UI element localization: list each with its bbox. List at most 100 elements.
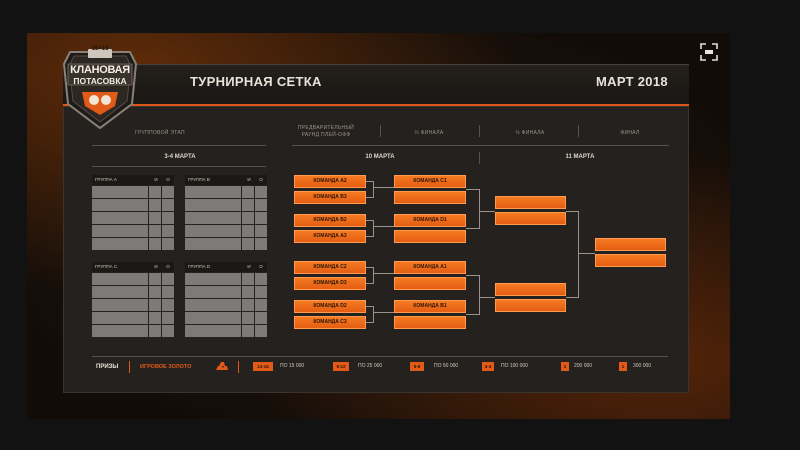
group-header: ГРУППА B И О (185, 175, 267, 185)
group-header: ГРУППА D И О (185, 262, 267, 272)
bracket-connector (466, 275, 479, 276)
expand-icon[interactable] (700, 43, 718, 61)
group-row (185, 325, 267, 337)
col-divider (479, 125, 480, 137)
group-row (185, 273, 267, 285)
logo-title-line2: ПОТАСОВКА (73, 76, 127, 86)
prize-places-badge: 5-8 (410, 362, 424, 371)
team-slot-prelim: КОМАНДА D2 (294, 300, 366, 313)
group-col-points: О (259, 177, 263, 182)
prize-places-badge: 1 (619, 362, 627, 371)
col-divider (578, 125, 579, 137)
group-row (185, 312, 267, 324)
bracket-connector (578, 253, 595, 254)
group-row (92, 286, 174, 298)
group-row (92, 273, 174, 285)
group-row (185, 212, 267, 224)
bracket-connector (366, 236, 373, 237)
bracket-connector (566, 211, 578, 212)
prize-places-badge: 9-12 (333, 362, 349, 371)
team-slot-prelim: КОМАНДА D3 (294, 277, 366, 290)
prize-amount: 300 000 (633, 363, 652, 369)
bracket-connector (566, 297, 578, 298)
team-slot-prelim: КОМАНДА C2 (294, 261, 366, 274)
bracket-connector (479, 297, 495, 298)
prizes-divider (129, 361, 130, 373)
bracket-connector (373, 226, 394, 227)
group-header: ГРУППА A И О (92, 175, 174, 185)
prize-amount: ПО 50 000 (434, 363, 459, 369)
prize-amount: ПО 15 000 (280, 363, 305, 369)
col-semi: ½ ФИНАЛА (515, 130, 545, 136)
group-row (185, 299, 267, 311)
col-divider (380, 125, 381, 137)
prizes-label: ПРИЗЫ (96, 364, 119, 370)
group-row (92, 199, 174, 211)
team-slot-quarter: КОМАНДА A1 (394, 261, 466, 274)
group-row (185, 199, 267, 211)
col-group-stage: ГРУППОВОЙ ЭТАП (135, 130, 185, 136)
group-col-games: И (154, 264, 158, 269)
bracket-connector (366, 322, 373, 323)
col-final: ФИНАЛ (620, 130, 640, 136)
bracket-connector (366, 197, 373, 198)
bracket-connector (373, 187, 394, 188)
team-slot-quarter (394, 277, 466, 290)
date-divider (479, 152, 480, 164)
group-col-points: О (259, 264, 263, 269)
team-slot-prelim: КОМАНДА B3 (294, 191, 366, 204)
group-row (92, 325, 174, 337)
group-name: ГРУППА D (188, 264, 211, 269)
group-col-points: О (166, 177, 170, 182)
team-slot-quarter (394, 230, 466, 243)
group-col-points: О (166, 264, 170, 269)
prize-places-badge: 3-4 (482, 362, 494, 371)
header-divider (292, 145, 669, 146)
col-quarter: ¼ ФИНАЛА (414, 130, 444, 136)
team-slot-semi (495, 299, 566, 312)
group-table: ГРУППА D И О (185, 262, 267, 337)
group-table: ГРУППА B И О (185, 175, 267, 250)
bracket-connector (366, 220, 373, 221)
prizes-top-divider (92, 356, 668, 357)
prize-amount: ПО 100 000 (501, 363, 528, 369)
group-table: ГРУППА A И О (92, 175, 174, 250)
clan-shield-logo (62, 49, 138, 130)
group-row (185, 186, 267, 198)
group-col-games: И (247, 177, 251, 182)
team-slot-quarter: КОМАНДА B1 (394, 300, 466, 313)
group-row (92, 225, 174, 237)
team-slot-final (595, 254, 666, 267)
group-row (92, 299, 174, 311)
logo-title-line1: КЛАНОВАЯ (70, 64, 130, 76)
page-title: ТУРНИРНАЯ СЕТКА (190, 74, 322, 89)
team-slot-quarter: КОМАНДА C1 (394, 175, 466, 188)
group-row (92, 312, 174, 324)
prizes-currency: ИГРОВОЕ ЗОЛОТО (140, 364, 192, 370)
group-row (185, 286, 267, 298)
bracket-connector (373, 181, 374, 198)
team-slot-quarter: КОМАНДА D1 (394, 214, 466, 227)
group-row (92, 212, 174, 224)
group-name: ГРУППА C (95, 264, 118, 269)
logo-top-text: 15×15 (91, 46, 109, 52)
bracket-connector (366, 283, 373, 284)
bracket-connector (366, 267, 373, 268)
group-row (185, 225, 267, 237)
bracket-connector (578, 211, 579, 298)
header-bar (63, 64, 689, 106)
gold-bars-icon (216, 362, 228, 370)
date-playoff-day2: 11 МАРТА (565, 154, 595, 160)
prize-places-badge: 2 (561, 362, 569, 371)
team-slot-prelim: КОМАНДА A2 (294, 175, 366, 188)
team-slot-final (595, 238, 666, 251)
col-prelim: ПРЕДВАРИТЕЛЬНЫЙ РАУНД ПЛЕЙ-ОФФ (297, 125, 355, 138)
team-slot-semi (495, 283, 566, 296)
group-row (185, 238, 267, 250)
bracket-connector (373, 220, 374, 237)
team-slot-prelim: КОМАНДА B2 (294, 214, 366, 227)
bracket-connector (479, 211, 495, 212)
group-table: ГРУППА C И О (92, 262, 174, 337)
prize-amount: ПО 25 000 (358, 363, 383, 369)
